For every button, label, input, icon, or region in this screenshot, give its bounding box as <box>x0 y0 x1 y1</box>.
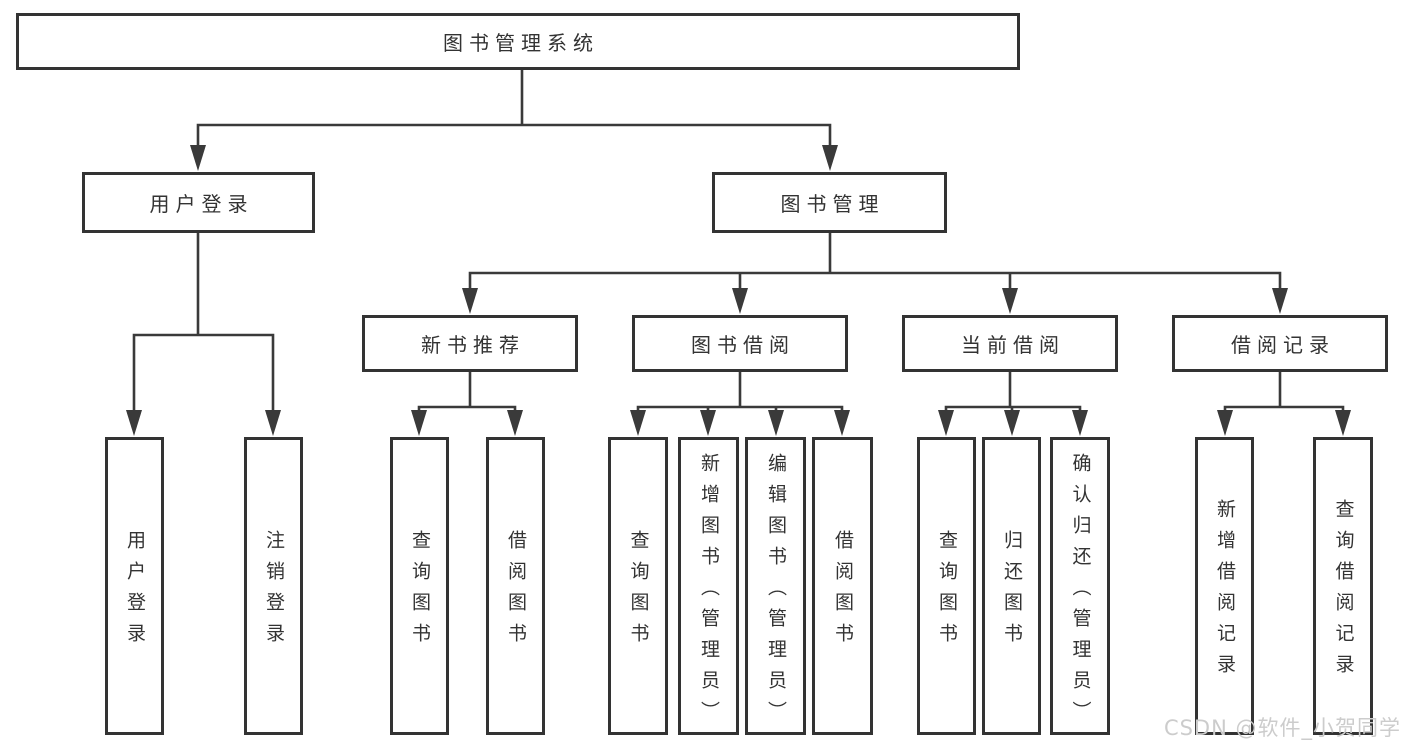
node-book-mgmt-label: 图书管理 <box>780 192 885 216</box>
connector-userlogin-to-leaves <box>126 231 281 436</box>
node-book-mgmt: 图书管理 <box>712 172 947 233</box>
leaf-query-borrow-record: 查询借阅记录 <box>1313 437 1373 735</box>
arrowhead <box>630 410 646 436</box>
arrowhead <box>1004 410 1020 436</box>
leaf-add-books-admin: 新增图书（管理员） <box>678 437 739 735</box>
node-user-login: 用户登录 <box>82 172 315 233</box>
leaf-borrow-books-1-label: 借阅图书 <box>505 530 527 654</box>
leaf-logout: 注销登录 <box>244 437 303 735</box>
leaf-user-login: 用户登录 <box>105 437 164 735</box>
leaf-query-books-2-label: 查询图书 <box>627 530 650 654</box>
arrowhead <box>732 288 748 314</box>
leaf-query-books-3: 查询图书 <box>917 437 976 735</box>
leaf-add-books-admin-label: 新增图书（管理员） <box>698 452 720 732</box>
connector-bookmgmt-to-level3 <box>462 231 1288 314</box>
leaf-confirm-return-admin: 确认归还（管理员） <box>1050 437 1110 735</box>
node-book-borrowing: 图书借阅 <box>632 315 848 372</box>
arrowhead <box>938 410 954 436</box>
connector-line <box>417 370 517 416</box>
arrowhead <box>190 145 206 171</box>
node-user-login-label: 用户登录 <box>149 192 254 216</box>
arrowhead <box>1217 410 1233 436</box>
leaf-query-books-1: 查询图书 <box>390 437 449 735</box>
connector-current-to-leaves <box>938 370 1088 436</box>
connector-line <box>468 231 1282 297</box>
connector-root-to-level2 <box>190 67 838 171</box>
node-current-borrowing-label: 当前借阅 <box>961 333 1065 357</box>
connector-line <box>132 231 275 420</box>
leaf-borrow-books-2-label: 借阅图书 <box>832 530 854 654</box>
leaf-query-books-3-label: 查询图书 <box>936 530 958 654</box>
leaf-add-borrow-record-label: 新增借阅记录 <box>1214 499 1236 685</box>
node-borrow-records: 借阅记录 <box>1172 315 1388 372</box>
leaf-edit-books-admin: 编辑图书（管理员） <box>745 437 806 735</box>
arrowhead <box>700 410 716 436</box>
leaf-confirm-return-admin-label: 确认归还（管理员） <box>1069 452 1092 732</box>
leaf-query-borrow-record-label: 查询借阅记录 <box>1332 499 1355 685</box>
node-current-borrowing: 当前借阅 <box>902 315 1118 372</box>
connector-borrowing-to-leaves <box>630 370 850 436</box>
connector-line <box>196 67 832 150</box>
watermark: CSDN @软件_小贺同学 <box>1163 716 1401 740</box>
arrowhead <box>411 410 427 436</box>
connector-line <box>944 370 1082 416</box>
arrowhead <box>1272 288 1288 314</box>
arrowhead <box>126 410 142 436</box>
leaf-user-login-label: 用户登录 <box>124 530 146 654</box>
node-new-books-label: 新书推荐 <box>421 333 525 357</box>
arrowhead <box>265 410 281 436</box>
node-root-label: 图书管理系统 <box>443 31 599 55</box>
arrowhead <box>462 288 478 314</box>
connector-line <box>1223 370 1345 416</box>
arrowhead <box>1335 410 1351 436</box>
node-book-borrowing-label: 图书借阅 <box>691 333 795 357</box>
node-new-books: 新书推荐 <box>362 315 578 372</box>
node-root: 图书管理系统 <box>16 13 1020 70</box>
leaf-return-books: 归还图书 <box>982 437 1041 735</box>
leaf-query-books-1-label: 查询图书 <box>409 530 431 654</box>
node-borrow-records-label: 借阅记录 <box>1231 333 1335 357</box>
connector-line <box>636 370 844 416</box>
connector-newbooks-to-leaves <box>411 370 523 436</box>
leaf-logout-label: 注销登录 <box>263 530 285 654</box>
arrowhead <box>507 410 523 436</box>
leaf-borrow-books-2: 借阅图书 <box>812 437 873 735</box>
arrowhead <box>834 410 850 436</box>
arrowhead <box>822 145 838 171</box>
arrowhead <box>1002 288 1018 314</box>
leaf-query-books-2: 查询图书 <box>608 437 668 735</box>
arrowhead <box>1072 410 1088 436</box>
leaf-edit-books-admin-label: 编辑图书（管理员） <box>765 452 787 732</box>
leaf-add-borrow-record: 新增借阅记录 <box>1195 437 1254 735</box>
leaf-return-books-label: 归还图书 <box>1001 530 1023 654</box>
connector-records-to-leaves <box>1217 370 1351 436</box>
leaf-borrow-books-1: 借阅图书 <box>486 437 545 735</box>
arrowhead <box>768 410 784 436</box>
